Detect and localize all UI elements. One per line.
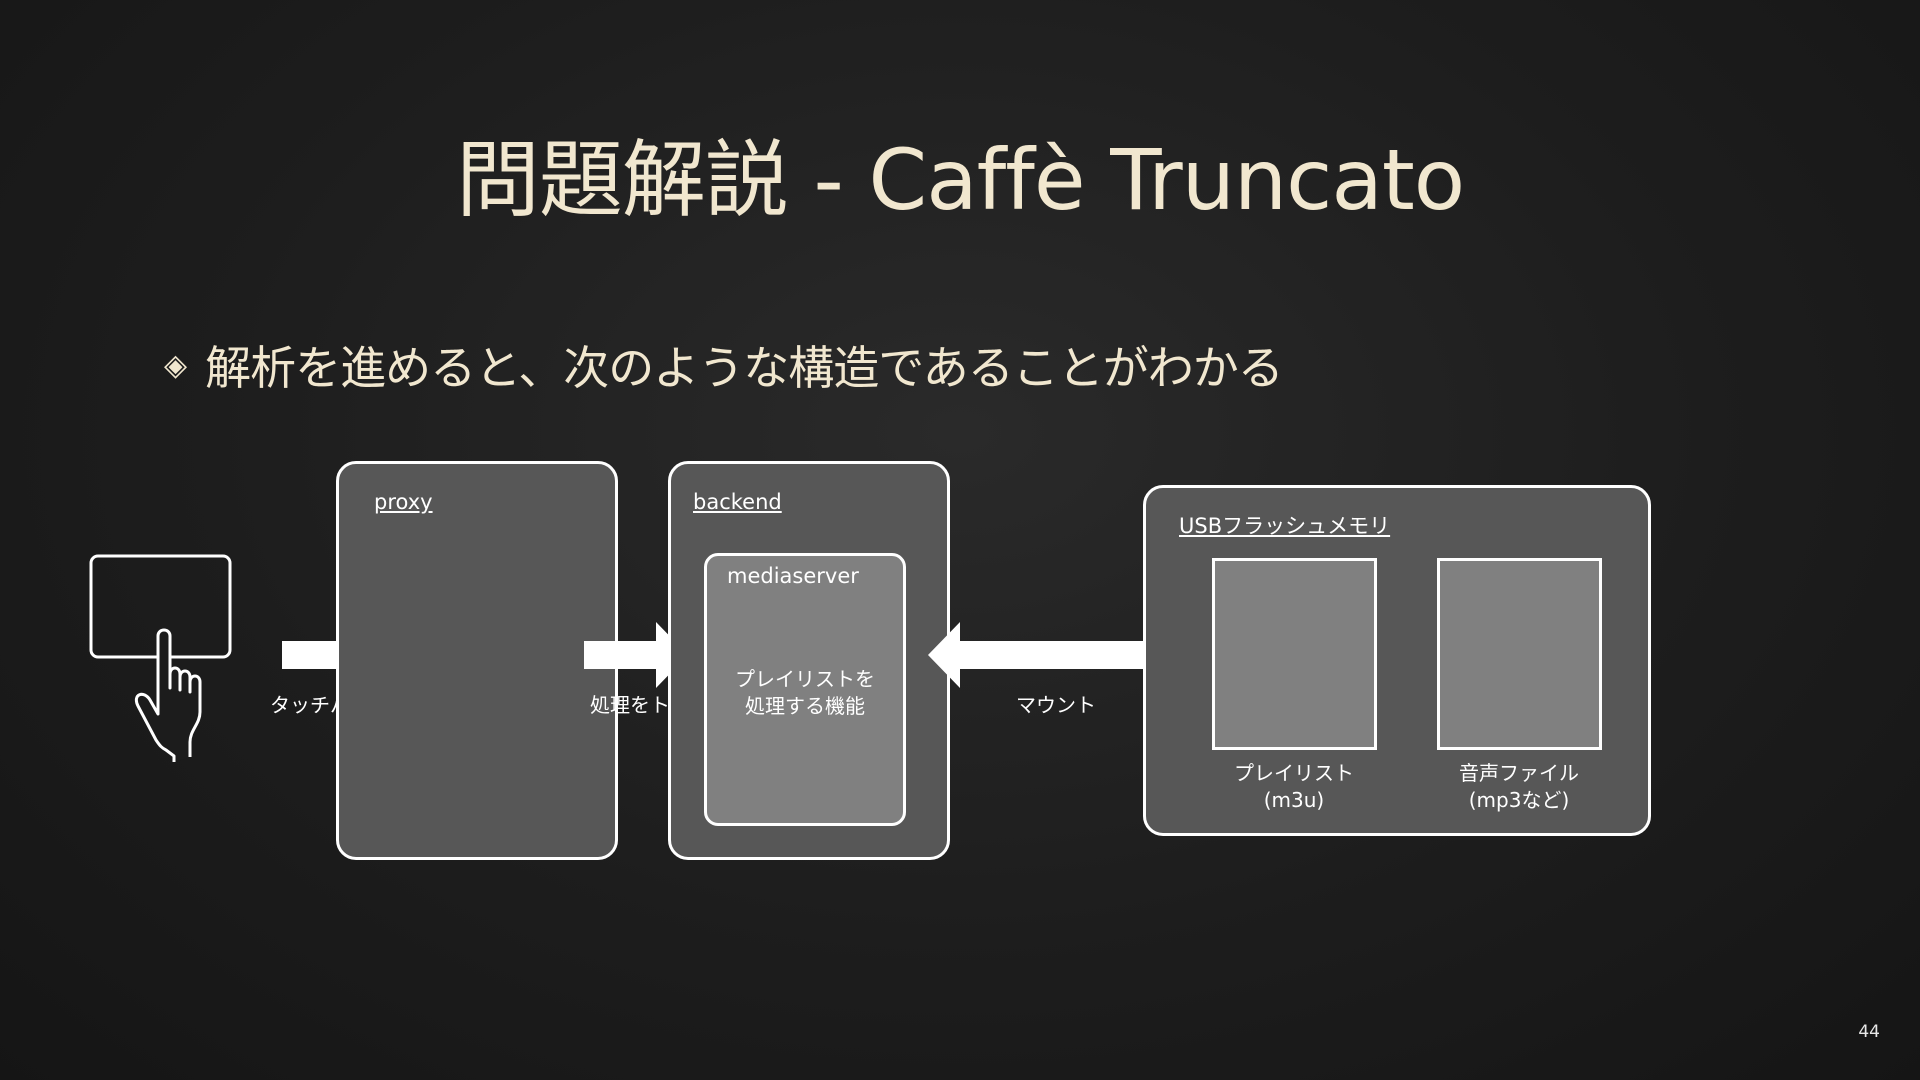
audio-file-box — [1437, 558, 1602, 750]
arrow-left-icon — [928, 622, 1162, 688]
playlist-caption: プレイリスト (m3u) — [1234, 761, 1354, 812]
audio-caption: 音声ファイル (mp3など) — [1459, 761, 1579, 812]
mediaserver-description: プレイリストを 処理する機能 — [735, 667, 875, 718]
mediaserver-box: mediaserver プレイリストを 処理する機能 — [704, 553, 906, 826]
slide-title: 問題解説 - Caffè Truncato — [455, 131, 1465, 229]
bullet-text: 解析を進めると、次のような構造であることがわかる — [205, 341, 1284, 395]
proxy-label: proxy — [374, 490, 433, 514]
mediaserver-label: mediaserver — [727, 564, 859, 588]
bullet-point: ◈ 解析を進めると、次のような構造であることがわかる — [164, 330, 1284, 400]
arrow-right-icon — [584, 622, 688, 688]
page-number: 44 — [1858, 1022, 1880, 1042]
mount-caption: マウント — [1016, 693, 1096, 717]
usb-flash-label: USBフラッシュメモリ — [1179, 514, 1391, 538]
diamond-bullet-icon: ◈ — [164, 347, 188, 383]
usb-flash-box: USBフラッシュメモリ プレイリスト (m3u) 音声ファイル (mp3など) — [1143, 485, 1651, 836]
touch-hand-icon — [89, 554, 232, 762]
proxy-box: proxy — [336, 461, 618, 860]
backend-label: backend — [693, 490, 782, 514]
playlist-file-box — [1212, 558, 1377, 750]
